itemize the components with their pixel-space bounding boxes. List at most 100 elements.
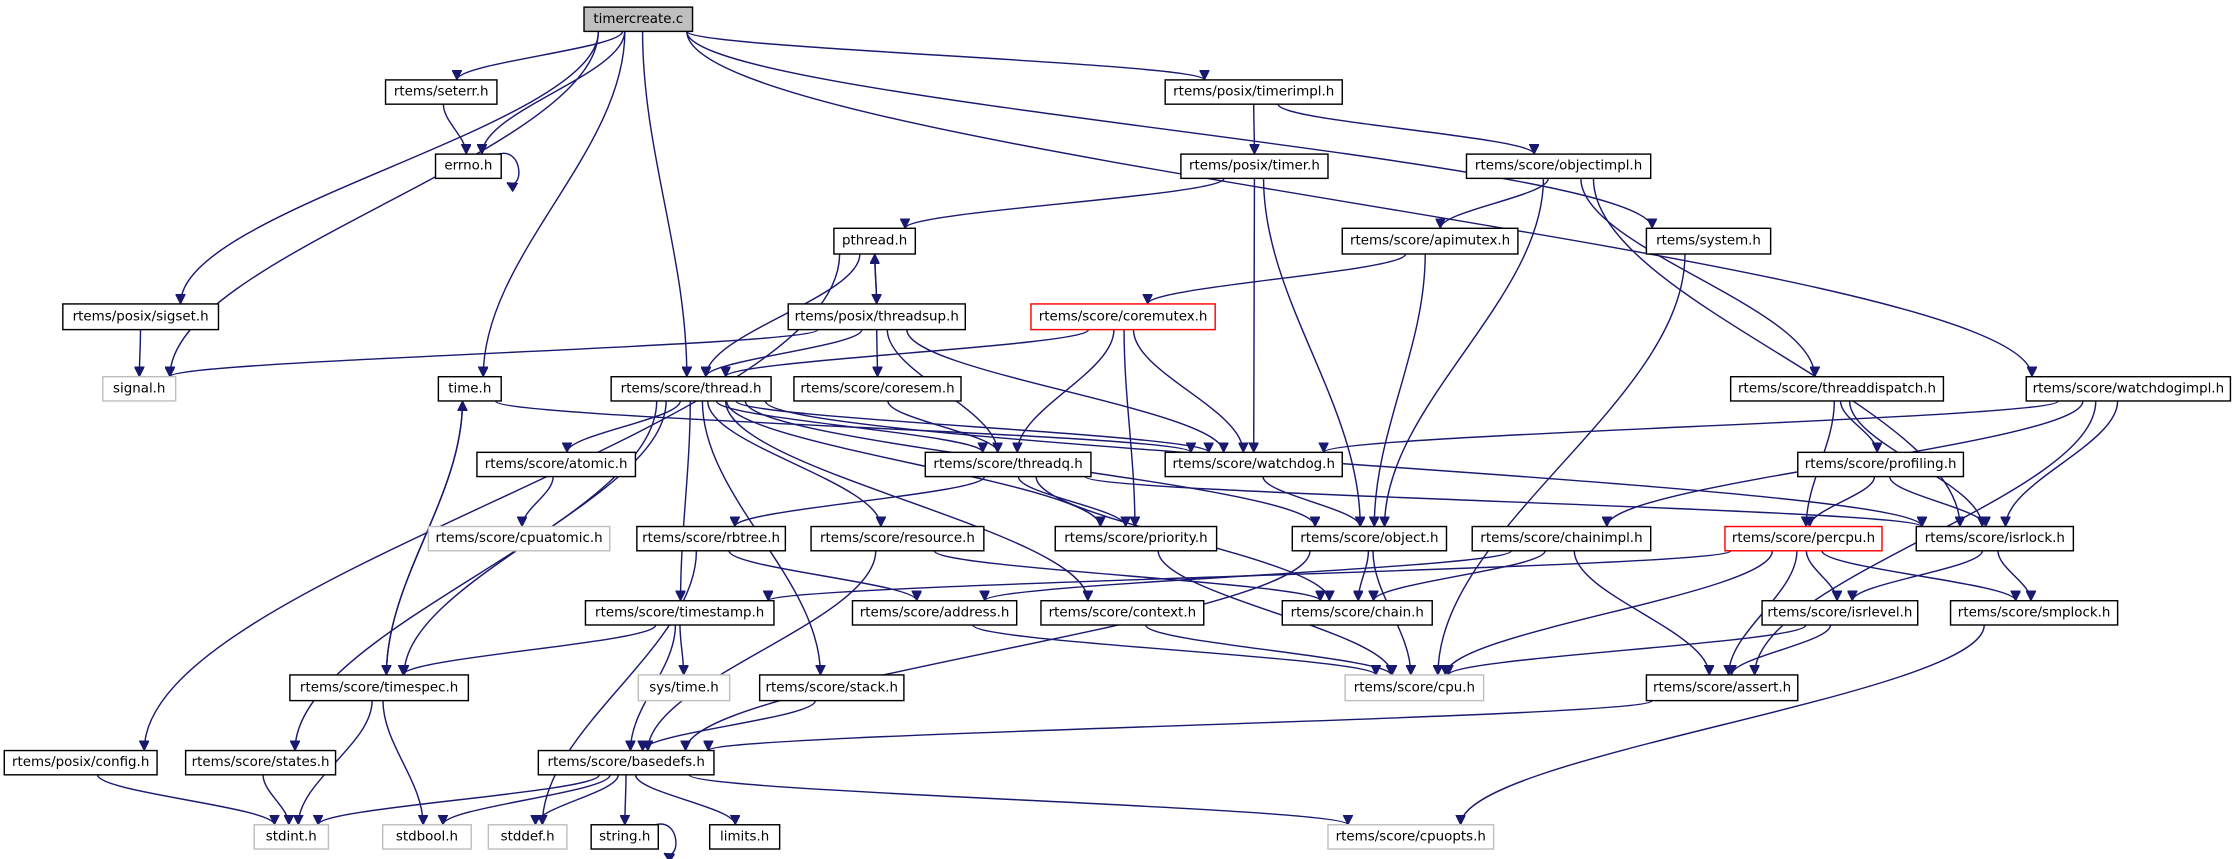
- node-apimutex[interactable]: rtems/score/apimutex.h: [1341, 227, 1519, 255]
- node-box[interactable]: [1291, 525, 1448, 552]
- node-chainimpl[interactable]: rtems/score/chainimpl.h: [1471, 525, 1652, 552]
- node-isrlevel[interactable]: rtems/score/isrlevel.h: [1761, 600, 1919, 626]
- node-timestamp[interactable]: rtems/score/timestamp.h: [584, 600, 775, 626]
- node-timercreate[interactable]: timercreate.c: [583, 6, 694, 33]
- node-box[interactable]: [1915, 525, 2075, 552]
- node-system[interactable]: rtems/system.h: [1645, 227, 1772, 255]
- node-box[interactable]: [1344, 674, 1485, 702]
- node-box[interactable]: [590, 824, 659, 850]
- node-box[interactable]: [3, 749, 158, 776]
- node-smplock[interactable]: rtems/score/smplock.h: [1949, 600, 2119, 626]
- node-priority[interactable]: rtems/score/priority.h: [1054, 525, 1218, 552]
- node-threadsup[interactable]: rtems/posix/threadsup.h: [787, 303, 966, 331]
- node-context[interactable]: rtems/score/context.h: [1040, 600, 1205, 626]
- node-box[interactable]: [2025, 375, 2232, 402]
- node-object[interactable]: rtems/score/object.h: [1291, 525, 1448, 552]
- node-box[interactable]: [487, 824, 568, 850]
- node-profiling[interactable]: rtems/score/profiling.h: [1797, 451, 1965, 478]
- node-systime[interactable]: sys/time.h: [637, 674, 731, 702]
- node-stdint[interactable]: stdint.h: [253, 824, 330, 850]
- node-resource[interactable]: rtems/score/resource.h: [810, 525, 985, 552]
- node-string[interactable]: string.h: [590, 824, 659, 850]
- node-cpuopts[interactable]: rtems/score/cpuopts.h: [1327, 824, 1495, 850]
- node-box[interactable]: [1761, 600, 1919, 626]
- node-box[interactable]: [610, 375, 772, 402]
- node-box[interactable]: [427, 525, 611, 552]
- node-stddef[interactable]: stddef.h: [487, 824, 568, 850]
- node-timerimpl[interactable]: rtems/posix/timerimpl.h: [1164, 79, 1343, 105]
- node-box[interactable]: [437, 375, 502, 402]
- node-box[interactable]: [434, 153, 502, 180]
- node-box[interactable]: [1040, 600, 1205, 626]
- node-box[interactable]: [1030, 303, 1216, 331]
- node-watchdogimpl[interactable]: rtems/score/watchdogimpl.h: [2025, 375, 2232, 402]
- node-atomic[interactable]: rtems/score/atomic.h: [476, 451, 637, 478]
- node-basedefs[interactable]: rtems/score/basedefs.h: [537, 749, 715, 776]
- node-box[interactable]: [1341, 227, 1519, 255]
- node-cpuatomic[interactable]: rtems/score/cpuatomic.h: [427, 525, 611, 552]
- node-box[interactable]: [1281, 600, 1433, 626]
- node-box[interactable]: [1471, 525, 1652, 552]
- node-box[interactable]: [583, 6, 694, 33]
- node-chain[interactable]: rtems/score/chain.h: [1281, 600, 1433, 626]
- node-box[interactable]: [381, 824, 472, 850]
- node-box[interactable]: [1645, 227, 1772, 255]
- node-box[interactable]: [102, 375, 177, 402]
- node-box[interactable]: [758, 674, 905, 702]
- node-box[interactable]: [184, 749, 337, 776]
- node-signal[interactable]: signal.h: [102, 375, 177, 402]
- node-states[interactable]: rtems/score/states.h: [184, 749, 337, 776]
- node-box[interactable]: [708, 824, 781, 850]
- node-box[interactable]: [1164, 79, 1343, 105]
- node-assert[interactable]: rtems/score/assert.h: [1645, 674, 1799, 702]
- node-box[interactable]: [787, 303, 966, 331]
- node-threadq[interactable]: rtems/score/threadq.h: [924, 451, 1092, 478]
- node-thread[interactable]: rtems/score/thread.h: [610, 375, 772, 402]
- node-box[interactable]: [810, 525, 985, 552]
- node-rbtree[interactable]: rtems/score/rbtree.h: [636, 525, 787, 552]
- node-objectimpl[interactable]: rtems/score/objectimpl.h: [1465, 153, 1652, 180]
- node-sigset[interactable]: rtems/posix/sigset.h: [62, 303, 220, 331]
- node-coresem[interactable]: rtems/score/coresem.h: [793, 375, 962, 402]
- node-address[interactable]: rtems/score/address.h: [851, 600, 1018, 626]
- node-timespec[interactable]: rtems/score/timespec.h: [289, 674, 470, 702]
- node-box[interactable]: [1645, 674, 1799, 702]
- node-box[interactable]: [1724, 525, 1883, 552]
- node-watchdog[interactable]: rtems/score/watchdog.h: [1164, 451, 1343, 478]
- node-box[interactable]: [1054, 525, 1218, 552]
- node-stdbool[interactable]: stdbool.h: [381, 824, 472, 850]
- node-box[interactable]: [833, 227, 917, 255]
- node-percpu[interactable]: rtems/score/percpu.h: [1724, 525, 1883, 552]
- node-box[interactable]: [62, 303, 220, 331]
- node-box[interactable]: [384, 79, 498, 105]
- node-box[interactable]: [584, 600, 775, 626]
- node-cpu[interactable]: rtems/score/cpu.h: [1344, 674, 1485, 702]
- node-seterr[interactable]: rtems/seterr.h: [384, 79, 498, 105]
- node-box[interactable]: [537, 749, 715, 776]
- node-stack[interactable]: rtems/score/stack.h: [758, 674, 905, 702]
- node-box[interactable]: [289, 674, 470, 702]
- node-box[interactable]: [1327, 824, 1495, 850]
- node-timer[interactable]: rtems/posix/timer.h: [1180, 153, 1329, 180]
- node-isrlock[interactable]: rtems/score/isrlock.h: [1915, 525, 2075, 552]
- node-box[interactable]: [1949, 600, 2119, 626]
- node-box[interactable]: [793, 375, 962, 402]
- node-box[interactable]: [1729, 375, 1945, 402]
- node-box[interactable]: [253, 824, 330, 850]
- node-box[interactable]: [637, 674, 731, 702]
- node-threaddispatch[interactable]: rtems/score/threaddispatch.h: [1729, 375, 1945, 402]
- node-errno[interactable]: errno.h: [434, 153, 502, 180]
- node-box[interactable]: [1465, 153, 1652, 180]
- node-box[interactable]: [1164, 451, 1343, 478]
- node-pthread[interactable]: pthread.h: [833, 227, 917, 255]
- node-coremutex[interactable]: rtems/score/coremutex.h: [1030, 303, 1216, 331]
- node-time[interactable]: time.h: [437, 375, 502, 402]
- node-posixconfig[interactable]: rtems/posix/config.h: [3, 749, 158, 776]
- node-box[interactable]: [924, 451, 1092, 478]
- node-limits[interactable]: limits.h: [708, 824, 781, 850]
- node-box[interactable]: [636, 525, 787, 552]
- node-box[interactable]: [851, 600, 1018, 626]
- node-box[interactable]: [476, 451, 637, 478]
- node-box[interactable]: [1180, 153, 1329, 180]
- node-box[interactable]: [1797, 451, 1965, 478]
